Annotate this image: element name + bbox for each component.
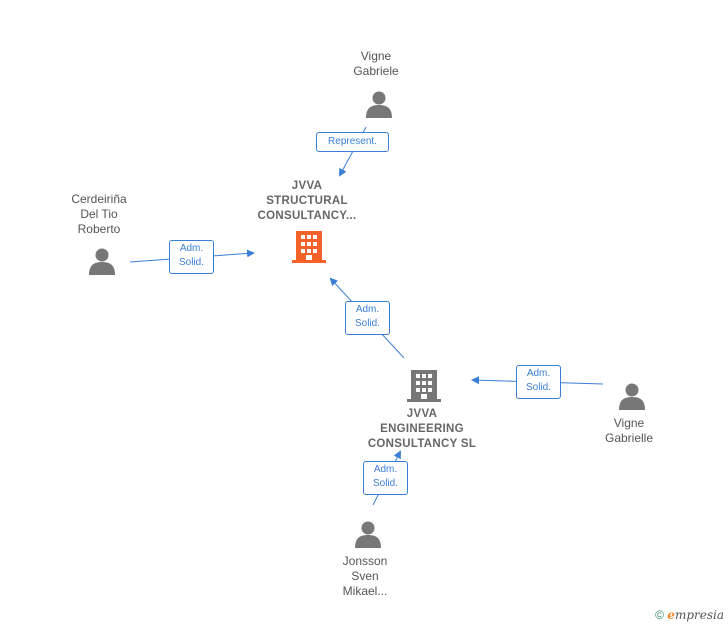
node-label-jvva-structural[interactable]: JVVA STRUCTURAL CONSULTANCY...: [257, 180, 357, 222]
brand-logo[interactable]: empresia: [667, 608, 724, 622]
edge-badge-adm-cerdeirina[interactable]: Adm. Solid.: [169, 240, 214, 274]
edge-badge-adm-jonsson[interactable]: Adm. Solid.: [363, 461, 408, 495]
building-icon[interactable]: [292, 229, 326, 265]
node-label-jvva-engineering[interactable]: JVVA ENGINEERING CONSULTANCY SL: [367, 408, 477, 450]
node-label-cerdeirina: Cerdeiriña Del Tio Roberto: [71, 192, 127, 236]
footer-brand: © empresia: [655, 608, 724, 622]
edge-badge-adm-engineering[interactable]: Adm. Solid.: [345, 301, 390, 335]
edge-badge-adm-gabrielle[interactable]: Adm. Solid.: [516, 365, 561, 399]
person-icon[interactable]: [353, 519, 383, 549]
node-label-jonsson: Jonsson Sven Mikael...: [342, 554, 388, 598]
person-icon[interactable]: [617, 381, 647, 411]
person-icon[interactable]: [87, 246, 117, 276]
edge-badge-represent[interactable]: Represent.: [316, 132, 389, 152]
node-label-vigne-gabrielle: Vigne Gabrielle: [604, 416, 654, 445]
person-icon[interactable]: [364, 89, 394, 119]
building-icon[interactable]: [407, 368, 441, 404]
copyright-symbol: ©: [655, 608, 664, 622]
node-label-vigne-gabriele: Vigne Gabriele: [353, 49, 399, 78]
